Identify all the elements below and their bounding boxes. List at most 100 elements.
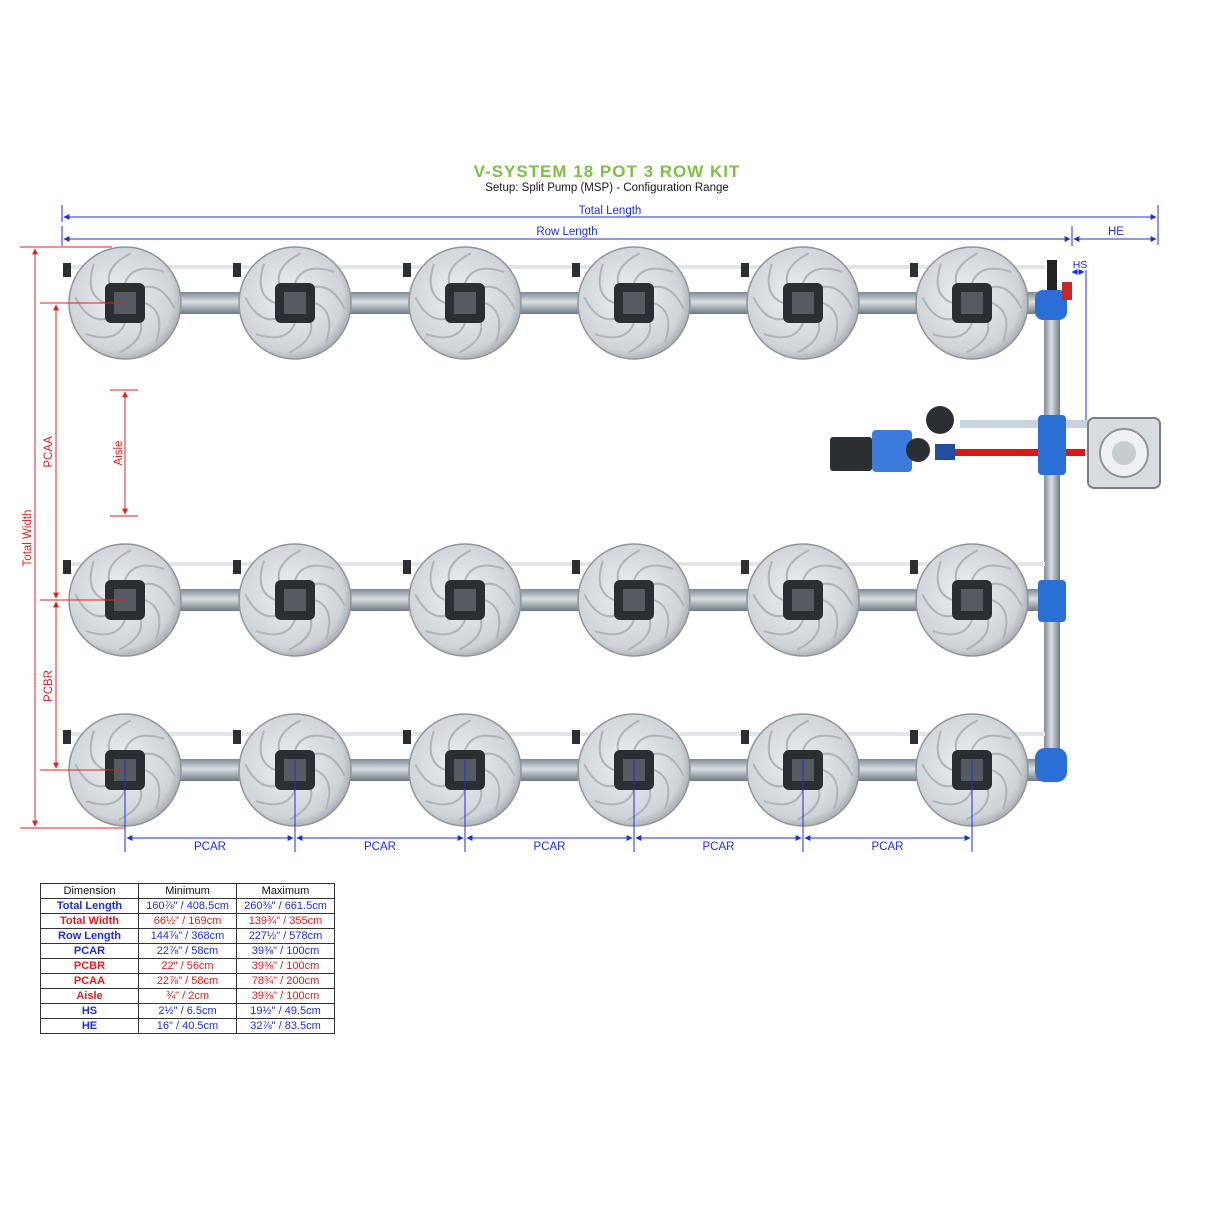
maximum-cell: 39⅜" / 100cm	[236, 988, 335, 1004]
dripper-icon	[233, 263, 241, 277]
pump-outlet	[935, 444, 955, 460]
diagram-title: V-SYSTEM 18 POT 3 ROW KIT	[473, 162, 741, 181]
dimension-cell: HE	[40, 1018, 139, 1034]
pcbr-label: PCBR	[43, 670, 55, 702]
header-minimum: Minimum	[138, 883, 237, 899]
dimension-table-header: Dimension Minimum Maximum	[40, 883, 335, 899]
dripper-icon	[910, 560, 918, 574]
dripper-icon	[233, 560, 241, 574]
drip-line	[70, 265, 1045, 269]
total-length-label: Total Length	[579, 205, 642, 217]
pot-row-2	[63, 543, 1047, 657]
he-label: HE	[1108, 226, 1124, 238]
dripper-icon	[63, 560, 71, 574]
minimum-cell: 144⅞" / 368cm	[138, 928, 237, 944]
pcar-dimensions: PCAR PCAR PCAR PCAR PCAR	[124, 760, 973, 853]
dimension-cell: PCAA	[40, 973, 139, 989]
pcaa-label: PCAA	[43, 436, 55, 468]
dripper-icon	[403, 263, 411, 277]
pot	[403, 543, 522, 657]
dimension-cell: Row Length	[40, 928, 139, 944]
minimum-cell: 22⅞" / 58cm	[138, 973, 237, 989]
maximum-cell: 39⅜" / 100cm	[236, 943, 335, 959]
pump-motor	[830, 437, 872, 471]
dripper-icon	[741, 263, 749, 277]
pot	[572, 246, 691, 360]
pump-body	[872, 430, 912, 472]
dimension-cell: PCBR	[40, 958, 139, 974]
width-dimension-lines: Total Width PCAA Aisle PCBR	[20, 246, 138, 829]
dripper-icon	[572, 730, 580, 744]
hs-label: HS	[1073, 259, 1088, 271]
pot	[403, 713, 522, 827]
dripper-icon	[233, 730, 241, 744]
dimension-lines: Total Length Row Length HE HS	[61, 205, 1159, 420]
pot-row-1	[63, 246, 1047, 360]
pot-rows	[63, 246, 1047, 827]
minimum-cell: ¾" / 2cm	[138, 988, 237, 1004]
red-feed-pipe	[945, 449, 1085, 456]
top-valve-stem	[1047, 260, 1057, 290]
header-maximum: Maximum	[236, 883, 335, 899]
maximum-cell: 32⅞" / 83.5cm	[236, 1018, 335, 1034]
maximum-cell: 260⅜" / 661.5cm	[236, 898, 335, 914]
maximum-cell: 78¾" / 200cm	[236, 973, 335, 989]
pcar-label: PCAR	[872, 841, 904, 853]
row-length-label: Row Length	[536, 226, 597, 238]
pot	[233, 246, 352, 360]
reservoir-tank	[1087, 417, 1161, 489]
pot	[572, 713, 691, 827]
pot	[741, 543, 860, 657]
dripper-icon	[910, 730, 918, 744]
total-width-label: Total Width	[22, 510, 34, 567]
dripper-icon	[572, 263, 580, 277]
pcar-label: PCAR	[194, 841, 226, 853]
dimension-cell: Total Width	[40, 913, 139, 929]
diagram-subtitle: Setup: Split Pump (MSP) - Configuration …	[485, 182, 729, 194]
valve-icon	[1062, 282, 1072, 300]
row-two-tee-fitting	[1038, 580, 1066, 622]
minimum-cell: 22⅞" / 58cm	[138, 943, 237, 959]
pot	[741, 713, 860, 827]
maximum-cell: 19½" / 49.5cm	[236, 1003, 335, 1019]
feed-pipe-to-reservoir	[960, 420, 1090, 428]
pot	[910, 713, 1029, 827]
drip-line	[70, 562, 1045, 566]
pot	[233, 543, 352, 657]
dripper-icon	[910, 263, 918, 277]
pot	[572, 543, 691, 657]
pot	[403, 246, 522, 360]
split-pump-assembly	[830, 406, 955, 472]
pcar-label: PCAR	[364, 841, 396, 853]
pot-row-3	[63, 713, 1047, 827]
dimension-cell: PCAR	[40, 943, 139, 959]
minimum-cell: 160⅞" / 408.5cm	[138, 898, 237, 914]
maximum-cell: 227½" / 578cm	[236, 928, 335, 944]
top-elbow-fitting	[1035, 290, 1067, 320]
pcar-label: PCAR	[534, 841, 566, 853]
minimum-cell: 66½" / 169cm	[138, 913, 237, 929]
maximum-cell: 39⅜" / 100cm	[236, 958, 335, 974]
pot	[233, 713, 352, 827]
dripper-icon	[63, 730, 71, 744]
middle-tee-fitting	[1038, 415, 1066, 475]
dripper-icon	[63, 263, 71, 277]
header-dimension: Dimension	[40, 883, 139, 899]
dripper-icon	[403, 560, 411, 574]
drip-line	[70, 732, 1045, 736]
pcar-label: PCAR	[703, 841, 735, 853]
main-vertical-pipe	[1044, 300, 1060, 770]
bottom-elbow-fitting	[1035, 748, 1067, 782]
dripper-icon	[403, 730, 411, 744]
